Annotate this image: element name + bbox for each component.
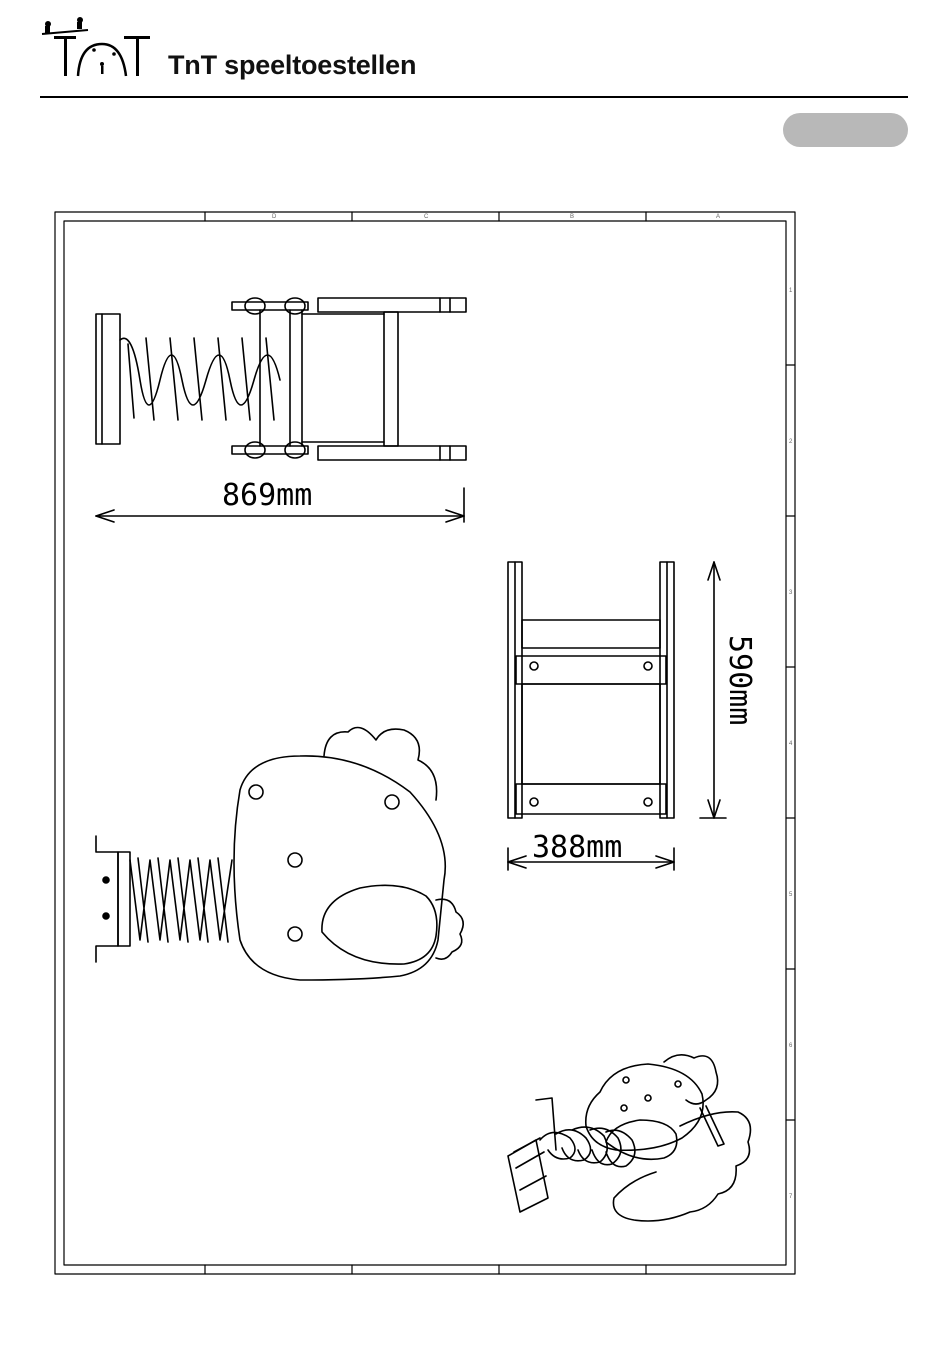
chicken-comb — [324, 728, 437, 801]
frame-column-label: C — [424, 214, 429, 220]
isometric-chicken-wing — [606, 1120, 677, 1159]
frame-column-label: A — [716, 214, 720, 220]
drawing-frame — [55, 212, 795, 1274]
frame-row-label: 7 — [789, 1194, 793, 1200]
frame-row-label: 5 — [789, 892, 793, 898]
chicken-body — [234, 756, 445, 980]
isometric-chicken-side — [613, 1112, 750, 1221]
frame-row-label: 6 — [789, 1043, 793, 1049]
frame-row-label: 4 — [789, 741, 793, 747]
chicken-wing — [322, 885, 437, 964]
isometric-chicken-body — [586, 1064, 703, 1150]
height-dimension-label: 590mm — [722, 635, 757, 725]
top-view — [96, 298, 466, 460]
chicken-tail — [436, 899, 463, 959]
length-dimension-label: 869mm — [222, 478, 312, 513]
isometric-view — [508, 1055, 750, 1221]
isometric-spring — [540, 1127, 635, 1167]
frame-column-label: D — [272, 214, 277, 220]
frame-row-label: 1 — [789, 288, 793, 294]
front-view — [508, 562, 674, 818]
width-dimension-label: 388mm — [532, 830, 622, 865]
side-view-spring — [130, 858, 232, 942]
frame-column-label: B — [570, 214, 574, 220]
frame-row-label: 2 — [789, 439, 793, 445]
top-view-spring — [120, 338, 280, 420]
side-view — [96, 728, 463, 981]
frame-row-label: 3 — [789, 590, 793, 596]
